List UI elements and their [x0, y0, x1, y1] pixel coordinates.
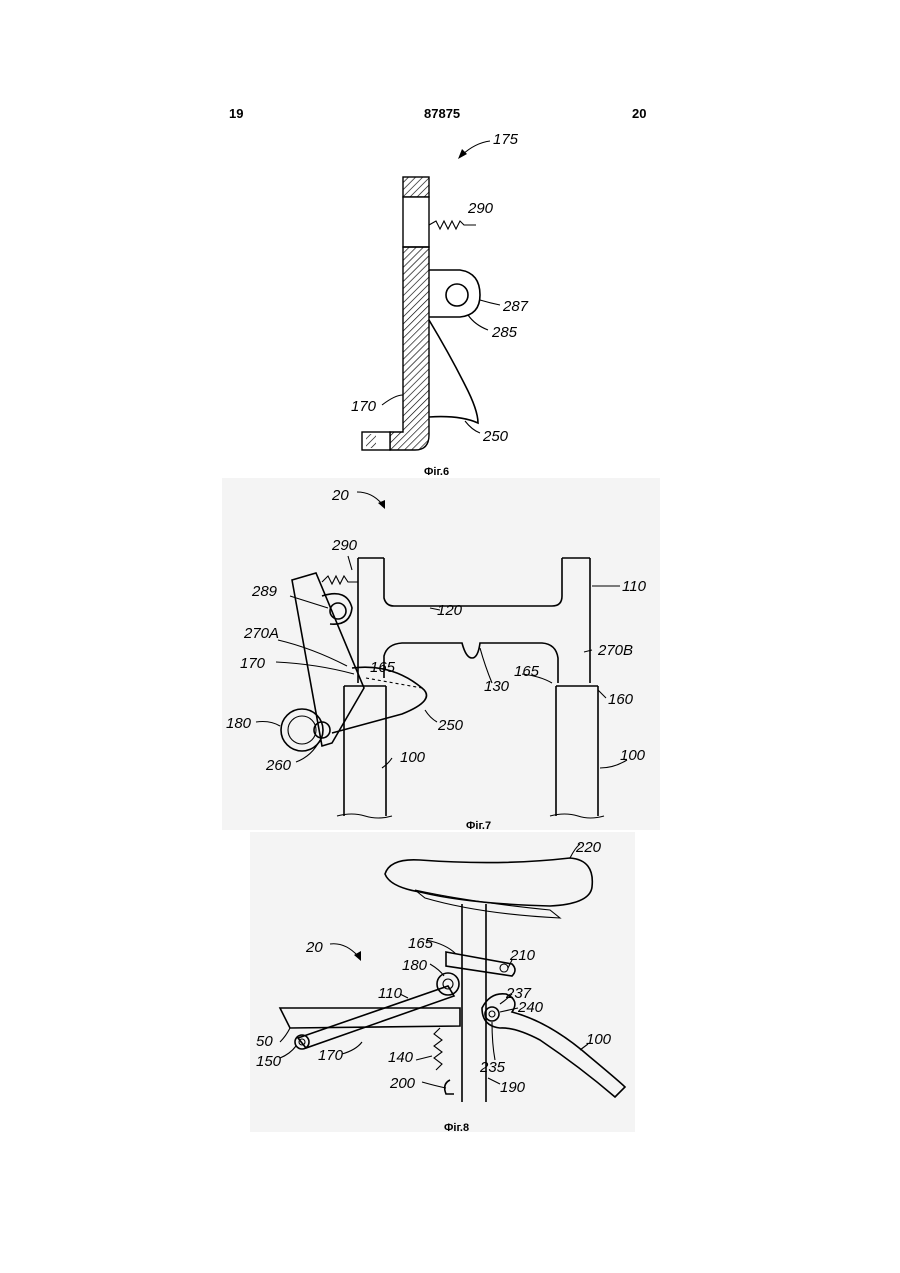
- label-270B: 270B: [597, 642, 633, 659]
- label-250: 250: [437, 717, 464, 734]
- label-165a: 165: [370, 659, 396, 676]
- leader-250: [425, 710, 437, 722]
- bar-top-hatch: [403, 177, 429, 197]
- figure-8: 220 20 165 210 180 110 237 240 50 100 15…: [250, 832, 635, 1132]
- saddle-220: [385, 858, 592, 906]
- leader-100a: [382, 758, 392, 768]
- spring-290-fig7: [322, 576, 358, 584]
- cam-250: [429, 320, 478, 423]
- figure-7-drawing: 20 290 289 120 110 270A 170 165 130 165 …: [222, 478, 660, 830]
- label-100: 100: [586, 1031, 612, 1048]
- label-175: 175: [493, 131, 519, 148]
- leader-290: [348, 556, 352, 570]
- label-220: 220: [575, 839, 602, 856]
- lever-170: [292, 573, 364, 746]
- document-number: 87875: [424, 106, 460, 121]
- leader-140: [416, 1056, 432, 1060]
- label-289: 289: [251, 583, 278, 600]
- label-235: 235: [479, 1059, 506, 1076]
- label-110: 110: [378, 985, 403, 1002]
- label-285: 285: [491, 324, 518, 341]
- arrow-20: [357, 492, 382, 504]
- left-lower-post-100: [344, 686, 386, 816]
- caption-fig6: Фіг.6: [424, 466, 449, 478]
- label-130: 130: [484, 678, 510, 695]
- leader-150: [280, 1046, 296, 1058]
- label-180: 180: [402, 957, 428, 974]
- pivot-240-inner: [489, 1011, 495, 1017]
- right-lower-post-100: [556, 686, 598, 816]
- figure-8-drawing: 220 20 165 210 180 110 237 240 50 100 15…: [250, 832, 635, 1132]
- label-180: 180: [226, 715, 252, 732]
- bar-lower-hatch: [390, 247, 429, 450]
- label-290: 290: [467, 200, 494, 217]
- bar-foot-hatch: [366, 434, 376, 448]
- label-200: 200: [389, 1075, 416, 1092]
- hole-287: [446, 284, 468, 306]
- leader-270A: [278, 640, 347, 666]
- leader-50: [280, 1028, 290, 1042]
- figure-6: 175 290 287 285 170 250: [340, 125, 560, 455]
- label-20: 20: [305, 939, 323, 956]
- page-number-left: 19: [229, 106, 243, 121]
- label-100a: 100: [400, 749, 426, 766]
- label-150: 150: [256, 1053, 282, 1070]
- figure-6-drawing: 175 290 287 285 170 250: [340, 125, 560, 455]
- lever-110: [298, 986, 454, 1048]
- label-170: 170: [318, 1047, 344, 1064]
- label-170: 170: [351, 398, 377, 415]
- pivot-240: [485, 1007, 499, 1021]
- handle-180: [437, 973, 459, 995]
- leader-170: [382, 395, 403, 405]
- left-break-line: [337, 814, 392, 818]
- label-290: 290: [331, 537, 358, 554]
- leader-160: [598, 690, 606, 698]
- label-100b: 100: [620, 747, 646, 764]
- lug-285: [429, 270, 480, 317]
- label-160: 160: [608, 691, 634, 708]
- label-240: 240: [517, 999, 544, 1016]
- label-120: 120: [437, 602, 463, 619]
- cam-250-fig7: [332, 667, 427, 733]
- leader-200: [422, 1082, 446, 1088]
- figure-7: 20 290 289 120 110 270A 170 165 130 165 …: [222, 478, 660, 830]
- label-165b: 165: [514, 663, 540, 680]
- tab-200: [445, 1080, 454, 1094]
- leader-287: [480, 300, 500, 305]
- page-number-right: 20: [632, 106, 646, 121]
- arrowhead-175: [458, 149, 467, 159]
- label-250: 250: [482, 428, 509, 445]
- label-110: 110: [622, 578, 647, 595]
- label-210: 210: [509, 947, 536, 964]
- label-287: 287: [502, 298, 529, 315]
- spring-140: [434, 1028, 442, 1070]
- leader-190: [488, 1078, 500, 1084]
- leader-180: [256, 722, 280, 727]
- caption-fig7: Фіг.7: [466, 820, 491, 832]
- spring-290: [429, 221, 476, 229]
- label-20: 20: [331, 487, 349, 504]
- ring-180-inner: [288, 716, 316, 744]
- label-270A: 270A: [243, 625, 279, 642]
- label-260: 260: [265, 757, 292, 774]
- label-165: 165: [408, 935, 434, 952]
- arrow-175: [462, 141, 490, 155]
- bolt-210: [500, 964, 508, 972]
- arrow-20-fig8: [330, 944, 358, 956]
- right-break-line: [550, 814, 604, 818]
- saddle-underside: [415, 890, 560, 918]
- caption-fig8: Фіг.8: [444, 1122, 469, 1134]
- label-140: 140: [388, 1049, 414, 1066]
- label-170: 170: [240, 655, 266, 672]
- leader-285: [468, 315, 488, 330]
- label-190: 190: [500, 1079, 526, 1096]
- leader-170: [342, 1042, 362, 1054]
- bar-gap: [403, 197, 429, 247]
- label-50: 50: [256, 1033, 273, 1050]
- leader-240: [500, 1008, 518, 1012]
